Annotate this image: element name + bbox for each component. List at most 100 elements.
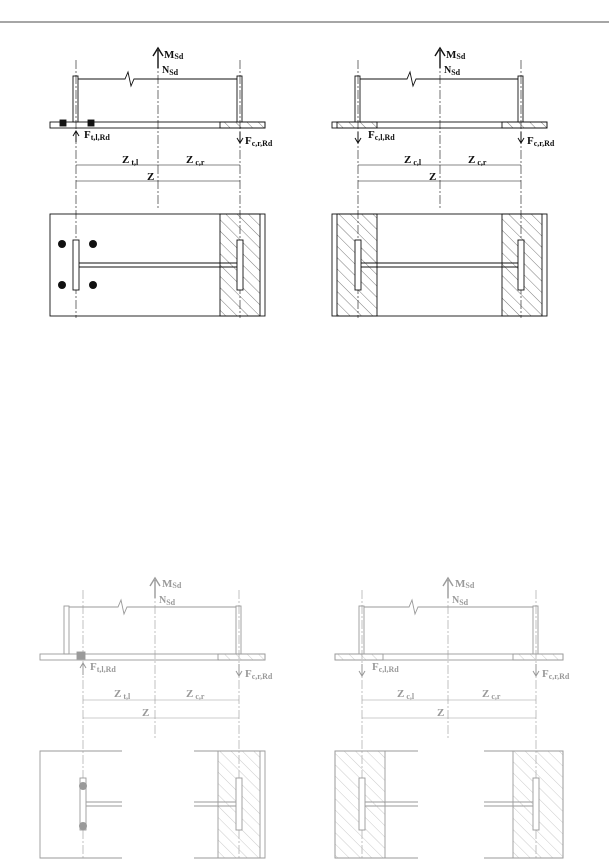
svg-text:Fc,l,Rd: Fc,l,Rd [368,129,395,142]
label-ftl: F [84,129,91,141]
svg-text:Fc,r,Rd: Fc,r,Rd [542,668,570,681]
compression-zone-right [217,653,266,661]
svg-text:Zc,r: Zc,r [186,154,205,167]
anchor-bolt [76,651,86,660]
plan-flange-left [354,239,362,291]
svg-text:NSd: NSd [452,595,469,607]
diagram-bottom-left [39,576,266,859]
force-arrow-compression-right [236,132,244,144]
column-right [235,605,242,655]
force-arrow-compression-right [532,664,540,677]
svg-text:Zc,r: Zc,r [468,154,487,167]
compression-zone-right [512,653,564,661]
svg-text:Zc,l: Zc,l [404,154,422,167]
svg-text:NSd: NSd [162,65,179,77]
compression-zone-left [334,653,384,661]
label-zcl: Z [397,688,404,700]
label-z: Z [429,171,436,183]
anchor-bolt-left-1 [59,119,67,127]
moment-arrow-head [152,46,164,57]
label-fcr: F [527,135,534,147]
label-ftl: F [90,661,97,673]
plan-flange-right [235,777,243,831]
moment-arrow [149,576,161,598]
column-right [236,75,243,123]
plan-bolts-bottom-left [79,782,87,830]
svg-text:Fc,r,Rd: Fc,r,Rd [245,668,273,681]
label-zcr: Z [482,688,489,700]
beam-top [360,70,518,88]
svg-text:NSd: NSd [159,595,176,607]
label-moment: M [162,578,173,590]
bolt-icon [79,822,87,830]
label-fcl: F [372,661,379,673]
label-zcr: Z [186,688,193,700]
plan-plate [331,213,548,317]
anchor-bolt-left-2 [87,119,95,127]
svg-text:Ft,l,Rd: Ft,l,Rd [90,661,116,674]
svg-text:Fc,r,Rd: Fc,r,Rd [245,135,273,148]
svg-text:Zt,l: Zt,l [114,688,131,701]
svg-text:Zc,r: Zc,r [186,688,205,701]
plan-flange-left [358,777,366,831]
column-right [517,75,524,123]
column-left [354,75,361,123]
label-z: Z [142,707,149,719]
label-normal: N [159,595,167,606]
svg-text:Fc,l,Rd: Fc,l,Rd [372,661,399,674]
bolt-icon [58,281,66,289]
label-z: Z [437,707,444,719]
label-zcr: Z [186,154,193,166]
label-zcr: Z [468,154,475,166]
bolt-icon [89,281,97,289]
svg-text:MSd: MSd [162,578,182,590]
plan-flange-left [72,239,80,291]
plan-flange-right [236,239,244,291]
beam-top [78,70,237,88]
label-fcr: F [245,668,252,680]
label-fcr: F [542,668,549,680]
svg-text:MSd: MSd [446,49,466,61]
plan-flange-right [532,777,540,831]
bolt-icon [79,782,87,790]
force-arrow-compression-left [354,132,362,144]
column-left [358,605,365,655]
label-ztl: Z [114,688,121,700]
label-zcl: Z [404,154,411,166]
compression-zone-left [336,121,378,129]
plan-plate [49,213,266,317]
column-right [532,605,539,655]
column-left [63,605,70,655]
diagram-top-right [331,46,548,318]
svg-text:Zc,l: Zc,l [397,688,415,701]
label-normal: N [162,65,170,76]
force-arrow-tension [79,662,87,675]
diagram-top-left [49,46,266,318]
beam-top [364,598,533,616]
plan-flange-right [517,239,525,291]
svg-text:Ft,l,Rd: Ft,l,Rd [84,129,110,142]
diagram-bottom-right [334,576,564,859]
plan-bolts-top-left [58,240,97,289]
compression-zone-right [501,121,548,129]
label-moment: M [164,49,175,61]
label-normal: N [444,65,452,76]
bolt-icon [58,240,66,248]
bolt-icon [89,240,97,248]
force-arrow-tension [72,130,80,142]
svg-text:Fc,r,Rd: Fc,r,Rd [527,135,555,148]
beam-top [69,598,236,616]
label-moment: M [446,49,457,61]
plan-plate-left [39,750,122,859]
svg-text:Zt,l: Zt,l [122,154,139,167]
compression-zone-right [219,121,266,129]
label-ztl: Z [122,154,129,166]
svg-text:NSd: NSd [444,65,461,77]
label-fcr: F [245,135,252,147]
force-arrow-compression-right [517,132,525,144]
label-z: Z [147,171,154,183]
